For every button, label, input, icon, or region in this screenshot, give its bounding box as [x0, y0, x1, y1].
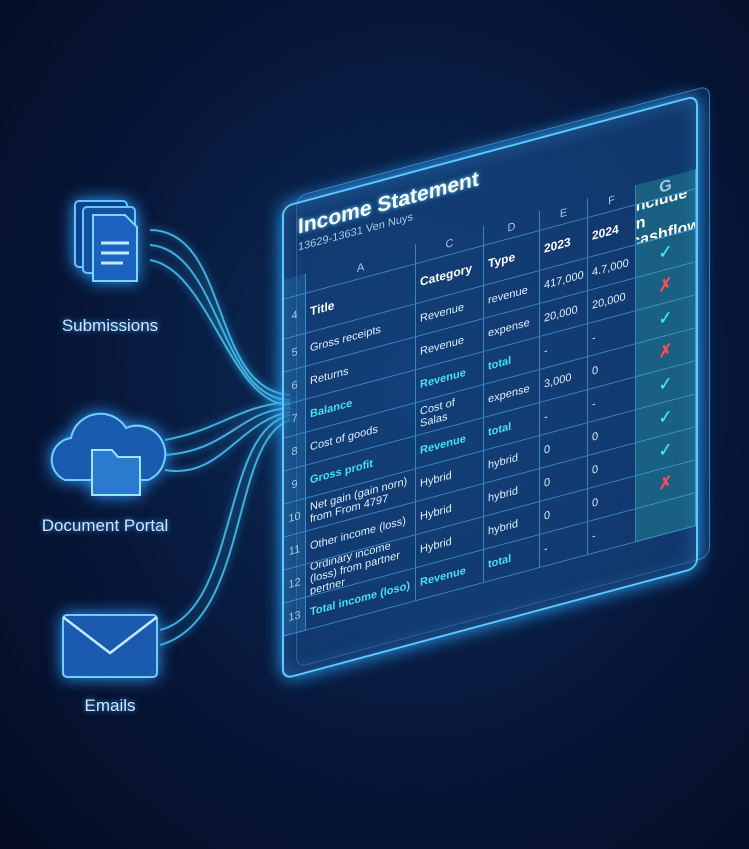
source-document-portal[interactable]: Document Portal — [15, 395, 195, 536]
documents-icon — [65, 200, 155, 309]
source-submissions[interactable]: Submissions — [20, 195, 200, 336]
row-number[interactable]: 13 — [284, 597, 306, 637]
source-label: Document Portal — [41, 516, 169, 535]
envelope-icon — [55, 614, 165, 689]
source-label: Emails — [84, 696, 136, 715]
source-emails[interactable]: Emails — [20, 605, 200, 716]
source-label: Submissions — [61, 316, 159, 335]
cloud-folder-icon — [40, 412, 170, 509]
row-number[interactable]: 4 — [284, 293, 306, 340]
